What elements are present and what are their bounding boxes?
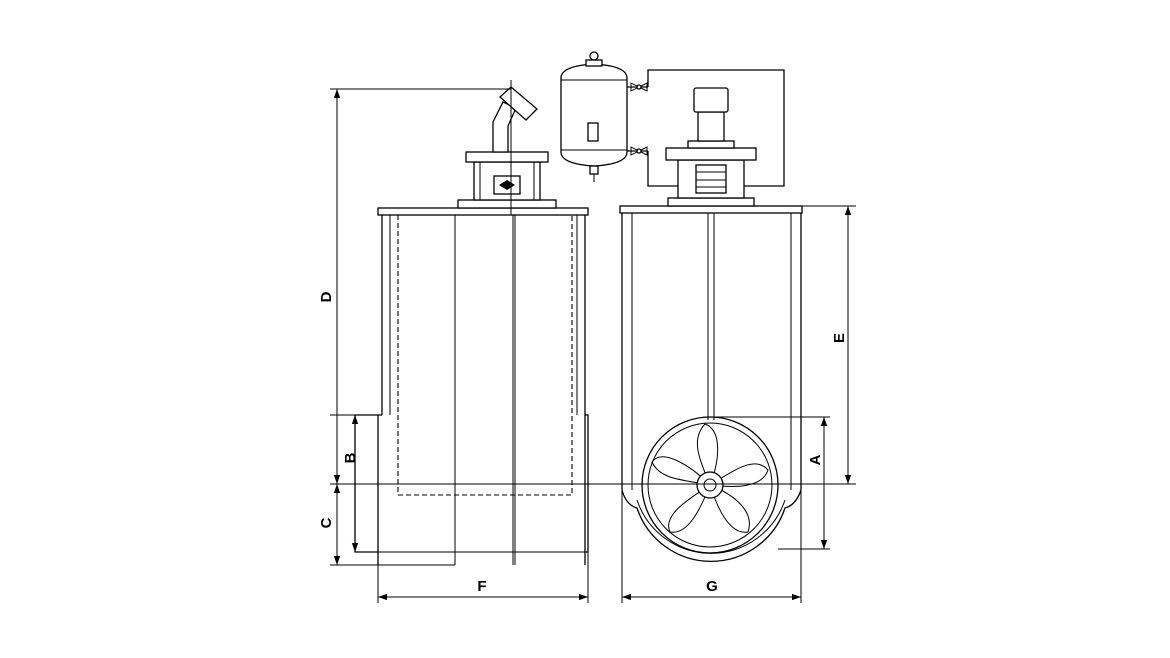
side-top-plate [377,207,589,216]
lower-valve-icon [630,146,648,156]
dimension-lines [330,88,856,603]
propeller-hub [696,471,724,499]
label-b: B [342,452,359,463]
side-motor-pipe [492,101,517,153]
label-a: A [807,454,824,465]
header-tank-gauge [587,122,599,142]
side-hidden-body [397,215,573,496]
header-tank-body [560,63,628,167]
propeller-ring-inner [647,422,773,548]
header-tank-cap [585,59,603,67]
side-top-flange [465,151,549,163]
label-e: E [831,333,848,343]
front-top-flange [665,147,757,161]
label-g: G [706,578,718,595]
header-tank [560,51,785,187]
front-motor-top [693,87,729,113]
label-f: F [477,578,486,595]
label-d: D [318,291,335,302]
front-view [619,87,803,562]
propeller-blades [651,423,769,533]
side-view [354,80,589,565]
upper-valve-icon [630,82,648,92]
side-base-plate [457,199,557,209]
upper-oil-line [647,69,785,187]
side-motor-head [499,86,538,121]
front-top-plate [619,205,803,214]
label-c: C [318,517,335,528]
dimension-labels: D B C F G E A [318,291,848,595]
front-shell-outer [621,489,802,562]
header-tank-drain [589,165,599,175]
front-base-plate [667,197,755,207]
lower-oil-line [647,151,678,187]
front-window [695,164,727,194]
front-motor-body [697,111,725,142]
